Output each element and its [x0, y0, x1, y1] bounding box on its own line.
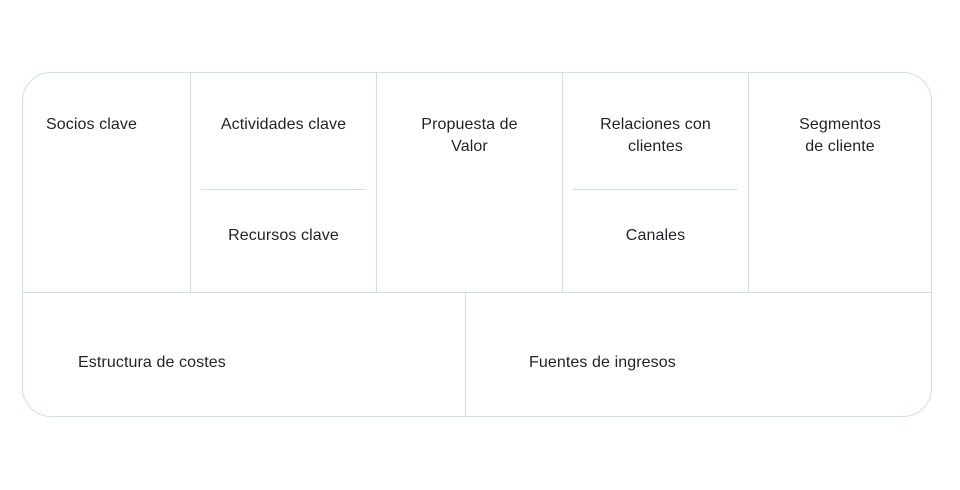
block-channels-label: Canales: [625, 227, 686, 244]
block-cost-structure[interactable]: Estructura de costes: [23, 292, 465, 416]
business-model-canvas: Socios clave Actividades clave Recursos …: [22, 72, 932, 417]
canvas-top-row: Socios clave Actividades clave Recursos …: [23, 73, 931, 292]
block-key-partners[interactable]: Socios clave: [23, 73, 190, 292]
block-relationships-channels: Relaciones con clientes Canales: [562, 73, 748, 292]
block-key-resources[interactable]: Recursos clave: [191, 189, 376, 292]
divider-activities-resources: [201, 189, 366, 190]
block-channels[interactable]: Canales: [563, 189, 748, 292]
block-value-proposition-label: Propuesta de Valor: [421, 116, 518, 155]
block-customer-segments[interactable]: Segmentos de cliente: [748, 73, 931, 292]
block-key-activities[interactable]: Actividades clave: [191, 73, 376, 189]
divider-top-bottom-rows: [23, 292, 931, 293]
block-revenue-streams[interactable]: Fuentes de ingresos: [465, 292, 931, 416]
divider-relationships-channels: [573, 189, 738, 190]
block-key-partners-label: Socios clave: [46, 116, 138, 133]
block-key-activities-resources: Actividades clave Recursos clave: [190, 73, 376, 292]
block-customer-relationships[interactable]: Relaciones con clientes: [563, 73, 748, 189]
block-key-resources-label: Recursos clave: [228, 227, 339, 244]
block-cost-structure-label: Estructura de costes: [78, 354, 226, 371]
block-value-proposition[interactable]: Propuesta de Valor: [376, 73, 562, 292]
block-key-activities-label: Actividades clave: [220, 116, 347, 133]
block-customer-segments-label: Segmentos de cliente: [799, 116, 881, 155]
block-customer-relationships-label: Relaciones con clientes: [600, 116, 711, 155]
block-revenue-streams-label: Fuentes de ingresos: [529, 354, 676, 371]
canvas-bottom-row: Estructura de costes Fuentes de ingresos: [23, 292, 931, 416]
